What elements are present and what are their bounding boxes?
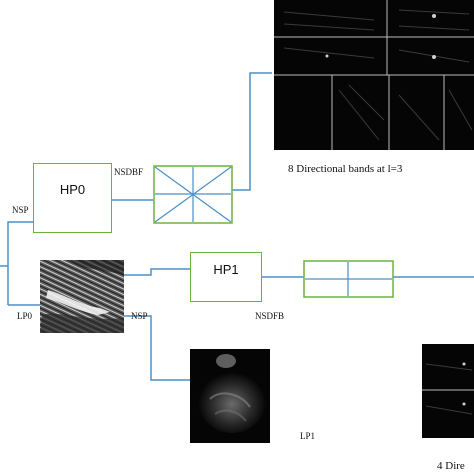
lp0-to-lp1 (124, 315, 190, 381)
nsdfb-filter-box (303, 260, 394, 298)
lp0-image (40, 260, 124, 333)
nsdbf-label: NSDBF (114, 167, 144, 177)
bands-8-caption: 8 Directional bands at l=3 (288, 163, 403, 175)
bands-8-image (274, 0, 474, 150)
hp0-label: HP0 (59, 182, 86, 197)
bands-4-image (422, 344, 474, 438)
hp1-label: HP1 (213, 262, 239, 277)
nsp-mid-label: NSP (131, 311, 148, 321)
hp0-block: HP0 (33, 163, 112, 233)
lp0-label: LP0 (17, 311, 33, 321)
lp1-label: LP1 (300, 431, 316, 441)
hp1-block: HP1 (190, 252, 262, 302)
lp1-image (190, 349, 270, 443)
nsdfb-label: NSDFB (255, 311, 285, 321)
bands-4-caption: 4 Dire (437, 460, 465, 472)
nsdbf-filter-box (153, 165, 233, 224)
nsp-top-label: NSP (12, 205, 29, 215)
nsdbf-to-bands (232, 72, 272, 191)
lp0-to-hp1 (124, 268, 190, 276)
branch-to-hp0 (7, 221, 33, 305)
